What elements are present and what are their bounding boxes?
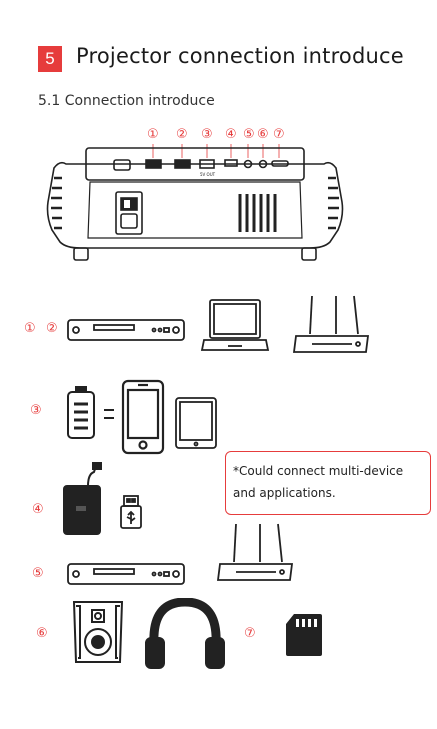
row3-label: ③ — [30, 404, 42, 417]
row7-label: ⑦ — [244, 627, 256, 640]
row1-label-2: ② — [46, 322, 58, 335]
laptop-icon — [200, 298, 270, 356]
sd-card-icon — [284, 612, 324, 658]
note-line-1: *Could connect multi-device — [233, 460, 423, 482]
row4-label: ④ — [32, 503, 44, 516]
row6-label: ⑥ — [36, 627, 48, 640]
dvd-player-icon — [66, 316, 188, 346]
note-line-2: and applications. — [233, 482, 423, 504]
router-icon-2 — [216, 520, 296, 586]
projector-illustration: 5V OUT — [40, 138, 350, 266]
tablet-icon — [174, 396, 218, 450]
usb-drive-icon — [118, 494, 146, 530]
headphones-icon — [144, 598, 226, 670]
subsection-title: 5.1 Connection introduce — [38, 93, 215, 109]
section-title: Projector connection introduce — [76, 44, 404, 68]
section-number-badge: 5 — [38, 46, 62, 72]
note-box: *Could connect multi-device and applicat… — [225, 451, 431, 515]
smartphone-icon — [120, 378, 166, 456]
row5-label: ⑤ — [32, 567, 44, 580]
port-5v-label: 5V OUT — [200, 172, 216, 177]
router-icon — [292, 292, 372, 358]
dvd-player-icon-2 — [66, 560, 188, 590]
row1-label-1: ① — [24, 322, 36, 335]
speaker-icon — [70, 600, 126, 666]
